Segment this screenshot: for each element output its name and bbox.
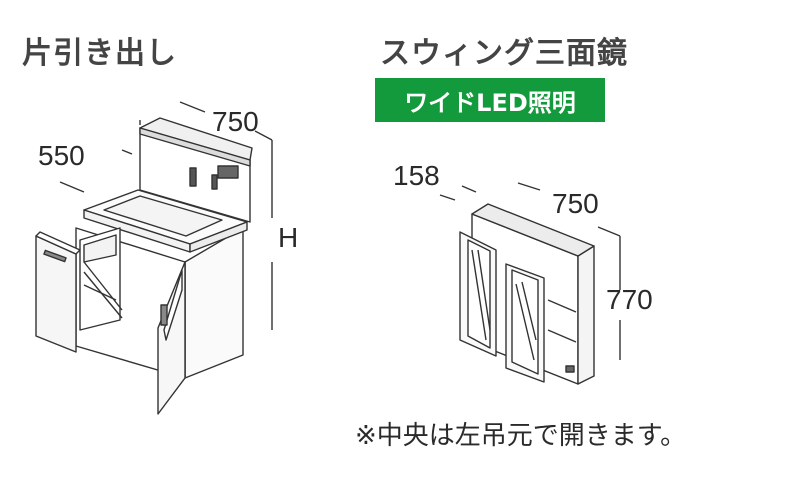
opening-note: ※中央は左吊元で開きます。: [355, 421, 687, 451]
mirror-dimension-lines: [439, 182, 621, 360]
vanity-dimension-lines: [59, 101, 273, 330]
vanity-title: 片引き出し: [22, 36, 177, 71]
led-badge: ワイドLED照明: [375, 78, 605, 122]
mirror-width-label: 750: [552, 188, 599, 219]
mirror-title: スウィング三面鏡: [380, 36, 628, 71]
mirror-height-label: 770: [606, 284, 653, 315]
mirror-depth-label: 158: [393, 160, 440, 191]
vanity-depth-label: 550: [38, 140, 85, 171]
vanity-height-label: H: [278, 222, 299, 253]
vanity-width-label: 750: [212, 106, 259, 137]
